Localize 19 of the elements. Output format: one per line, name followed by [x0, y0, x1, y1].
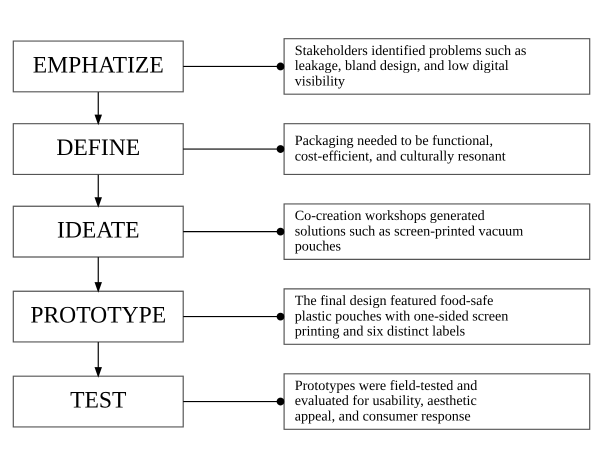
node-box: TEST — [12, 376, 184, 428]
arrow — [94, 174, 102, 208]
node-box: Packaging needed to be functional, cost-efficient, and culturally resonant — [284, 123, 590, 175]
node-box: DEFINE — [12, 123, 184, 175]
node-box: PROTOTYPE — [12, 290, 184, 343]
arrow — [94, 342, 102, 378]
arrow — [94, 92, 102, 126]
node-box: Stakeholders identified problems such as leakage, bland design, and low digital visibility — [284, 38, 590, 95]
node-box: Prototypes were field-tested and evaluated for usability, aesthetic appeal, and consumer response — [284, 373, 590, 430]
connector — [183, 398, 284, 406]
arrow — [94, 257, 102, 293]
node-box: The final design featured food-safe plastic pouches with one-sided screen printing and six distinct labels — [284, 288, 590, 345]
node-box: Co-creation workshops generated solutions such as screen-printed vacuum pouches — [284, 203, 590, 260]
node-box: IDEATE — [12, 206, 184, 258]
connector — [183, 62, 284, 70]
connector — [183, 228, 284, 236]
connector — [183, 145, 284, 153]
connector — [183, 312, 284, 320]
node-box: EMPHATIZE — [12, 40, 184, 92]
